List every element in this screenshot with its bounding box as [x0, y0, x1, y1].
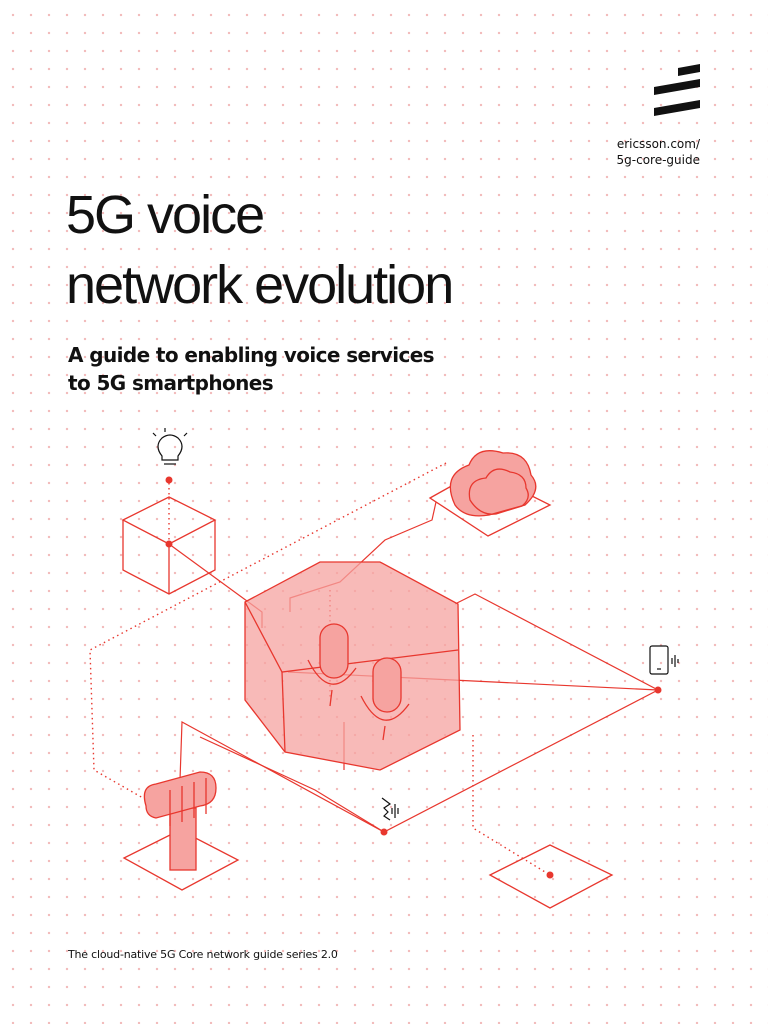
site-url-line-1: ericsson.com/ — [616, 137, 700, 151]
series-note: The cloud-native 5G Core network guide s… — [68, 948, 338, 961]
site-url-line-2: 5g-core-guide — [616, 153, 700, 167]
antenna-tower-icon — [122, 771, 240, 891]
cube-shape — [121, 496, 217, 595]
page-title: 5G voice network evolution — [66, 180, 454, 320]
microphone-icon — [307, 623, 410, 741]
cloud-icon — [428, 450, 552, 537]
title-line-2: network evolution — [66, 255, 454, 315]
lightbulb-icon — [152, 428, 188, 465]
ericsson-logo-icon — [654, 64, 700, 116]
title-line-1: 5G voice — [66, 185, 265, 245]
core-network-shape — [244, 561, 461, 771]
smartphone-icon — [649, 645, 679, 675]
diamond-shape — [488, 844, 614, 909]
network-nodes — [165, 476, 662, 879]
subtitle-line-2: to 5G smartphones — [68, 371, 274, 395]
subtitle-line-1: A guide to enabling voice services — [68, 343, 435, 367]
page-subtitle: A guide to enabling voice services to 5G… — [68, 341, 435, 397]
site-url[interactable]: ericsson.com/ 5g-core-guide — [617, 136, 700, 168]
speaking-face-icon — [381, 797, 399, 821]
network-illustration — [89, 428, 679, 909]
